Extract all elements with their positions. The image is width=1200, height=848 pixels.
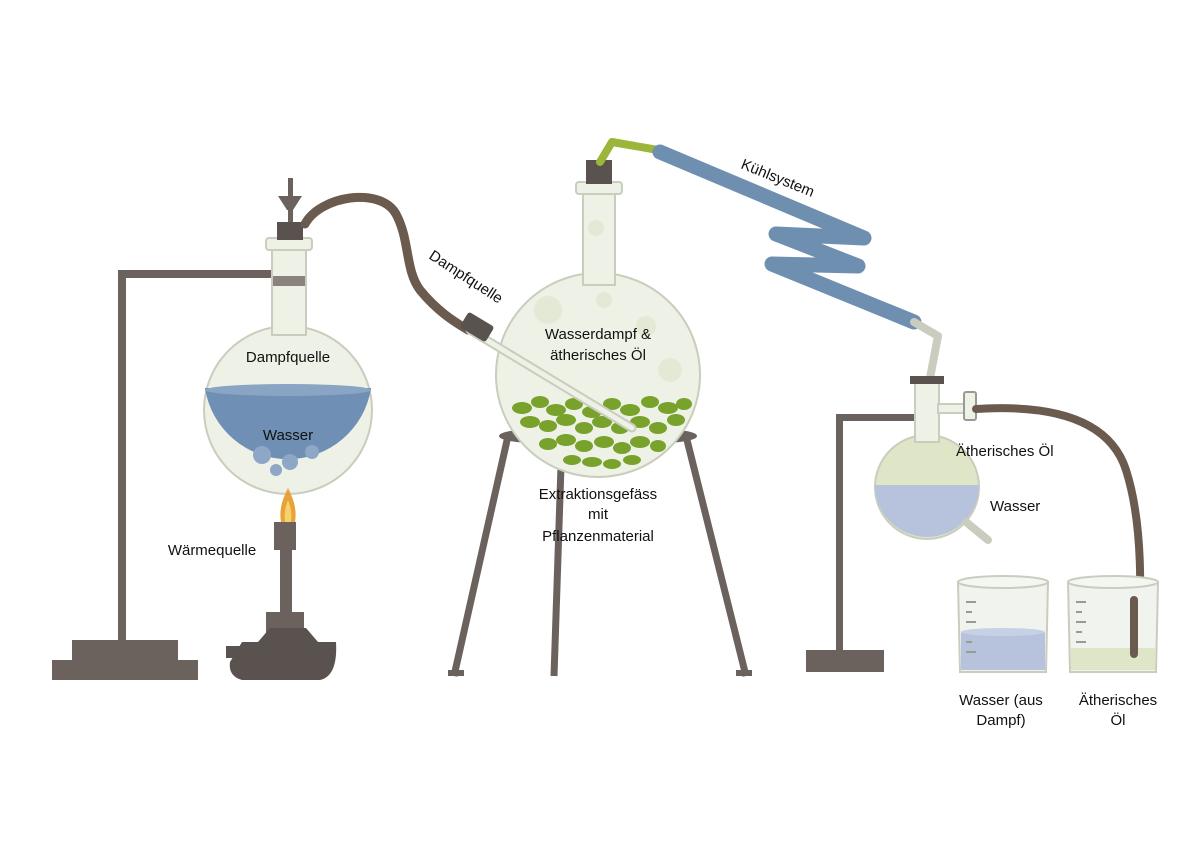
steam-hose — [300, 192, 473, 335]
label-steam-source-tube: Dampfquelle — [426, 247, 506, 307]
beaker-oil: Ätherisches Öl — [1066, 575, 1160, 729]
label-steam-source-flask: Dampfquelle — [246, 349, 330, 366]
left-stand-arm — [118, 270, 278, 278]
label-beaker-water-line2: Dampf) — [976, 712, 1025, 729]
extraction-vessel: Wasserdampf & ätherisches Öl Extraktions… — [448, 160, 752, 677]
label-essential-oil-separator: Ätherisches Öl — [956, 442, 1054, 460]
left-stand-rod — [118, 272, 126, 642]
plant-material — [512, 396, 692, 469]
green-connector-tube — [596, 138, 662, 166]
separator-water-layer — [875, 485, 979, 537]
label-beaker-oil-line2: Öl — [1111, 711, 1126, 729]
beaker-water: Wasser (aus Dampf) — [956, 575, 1050, 729]
label-steam-oil-line1: Wasserdampf & — [545, 326, 651, 343]
steam-flask-stopper — [277, 222, 303, 240]
label-water: Wasser — [263, 427, 313, 444]
left-stand-base — [52, 660, 198, 680]
bunsen-burner: Wärmequelle — [168, 488, 337, 680]
label-heat-source: Wärmequelle — [168, 542, 256, 559]
label-steam-oil-line2: ätherisches Öl — [550, 346, 646, 364]
steam-flask-neck — [271, 239, 307, 336]
right-stand-base — [806, 650, 884, 672]
extraction-flask-neck — [582, 189, 616, 286]
label-extraction-line2: mit — [588, 506, 609, 523]
steam-generator: Dampfquelle Wasser — [52, 178, 373, 680]
left-stand-base-top — [72, 640, 178, 664]
label-water-separator: Wasser — [990, 498, 1040, 515]
label-extraction-line1: Extraktionsgefäss — [539, 486, 657, 503]
tripod — [450, 435, 512, 677]
condenser-coil — [652, 144, 922, 330]
beaker-oil-level — [1071, 648, 1155, 670]
label-beaker-oil-line1: Ätherisches — [1079, 692, 1157, 709]
label-beaker-water-line1: Wasser (aus — [959, 692, 1043, 709]
label-extraction-line3: Pflanzenmaterial — [542, 528, 654, 545]
